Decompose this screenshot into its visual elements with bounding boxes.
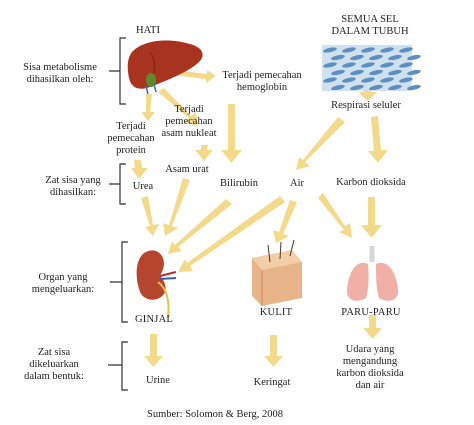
arrow-asam-urat-to-ginjal — [163, 178, 190, 236]
label-dikeluarkan-line2: dikeluarkan — [29, 359, 79, 370]
arrow-bilirubin-to-ginjal — [168, 199, 232, 254]
cell-shape — [350, 84, 364, 91]
cell-shape — [380, 62, 394, 68]
cell-shape — [369, 84, 383, 91]
label-zat-sisa-line2: dihasilkan: — [49, 187, 97, 198]
output-udara-line4: dan air — [355, 380, 385, 391]
cell-shape — [323, 77, 337, 83]
output-udara-line2: mengandung — [342, 356, 398, 367]
arrow-co2-to-paru — [361, 197, 382, 238]
output-udara-line1: Udara yang — [345, 344, 395, 355]
waste-urea: Urea — [132, 181, 154, 192]
organ-kulit: KULIT — [259, 307, 293, 318]
organ-ginjal: GINJAL — [135, 314, 173, 325]
lungs-illustration — [346, 246, 399, 301]
cell-shape — [388, 69, 402, 76]
cell-shape — [407, 84, 421, 91]
label-organ-line2: mengeluarkan: — [31, 284, 95, 295]
cell-shape — [361, 77, 375, 83]
process-hemoglobin-line1: Terjadi pemecahan — [222, 70, 302, 81]
label-sisa-line1: Sisa metabolisme — [23, 62, 97, 73]
cell-shape — [331, 54, 345, 61]
bracket-sisa — [109, 37, 126, 105]
label-dikeluarkan-line3: dalam bentuk: — [24, 371, 84, 382]
cell-shape — [388, 84, 402, 91]
title-hati: HATI — [136, 25, 160, 36]
waste-karbon-dioksida: Karbon dioksida — [336, 177, 406, 188]
waste-bilirubin: Bilirubin — [220, 178, 258, 189]
cell-shape — [361, 62, 375, 68]
label-zat-sisa-line1: Zat sisa yang — [45, 175, 101, 186]
cell-shape — [380, 47, 394, 53]
title-semua-sel-line2: DALAM TUBUH — [331, 26, 409, 37]
process-nukleat-line1: Terjadi — [174, 104, 204, 115]
cell-shape — [342, 77, 356, 83]
cell-shape — [342, 62, 356, 68]
bracket-zat-sisa — [109, 163, 126, 205]
cell-shape — [361, 47, 375, 53]
arrow-nukleat-to-asam-urat — [195, 145, 213, 161]
output-urine: Urine — [146, 375, 170, 386]
cells-illustration — [322, 45, 421, 91]
arrow-air-to-paru — [318, 193, 352, 238]
arrow-liver-to-nukleat — [158, 88, 198, 126]
process-nukleat-line3: asam nukleat — [161, 128, 217, 139]
cell-shape — [407, 54, 421, 61]
arrow-air-to-ginjal — [178, 196, 285, 272]
arrow-kulit-to-keringat — [264, 335, 283, 367]
cell-shape — [331, 69, 345, 76]
organ-paru: PARU-PARU — [341, 307, 401, 318]
cell-shape — [380, 77, 394, 83]
bracket-organ — [110, 241, 128, 323]
arrow-paru-to-udara — [363, 315, 382, 339]
waste-air: Air — [290, 178, 304, 189]
cell-shape — [323, 62, 337, 68]
bracket-dikeluarkan — [108, 341, 128, 391]
arrow-respirasi-to-co2 — [368, 116, 388, 163]
arrow-layer — [131, 68, 388, 367]
title-semua-sel-line1: SEMUA SEL — [341, 14, 399, 25]
cell-shape — [369, 69, 383, 76]
waste-asam-urat: Asam urat — [165, 164, 209, 175]
arrow-liver-to-protein — [141, 94, 155, 121]
arrow-respirasi-to-air — [296, 117, 345, 170]
arrow-protein-to-urea — [131, 160, 148, 179]
kidney-illustration — [136, 250, 177, 319]
cell-shape — [407, 69, 421, 76]
process-protein-line3: protein — [116, 145, 146, 156]
cell-shape — [323, 47, 337, 53]
bracket-layer — [108, 37, 128, 391]
process-protein-line2: pemecahan — [107, 133, 155, 144]
process-hemoglobin-line2: hemoglobin — [236, 82, 288, 93]
cell-shape — [350, 69, 364, 76]
liver-illustration — [127, 40, 203, 95]
output-udara-line3: karbon dioksida — [336, 368, 404, 379]
cell-shape — [399, 62, 413, 68]
arrow-ginjal-to-urine — [144, 334, 163, 367]
arrow-hemoglobin-to-bilirubin — [221, 104, 242, 163]
cell-shape — [399, 47, 413, 53]
process-respirasi: Respirasi seluler — [331, 100, 401, 111]
output-keringat: Keringat — [253, 377, 291, 388]
arrow-cells-to-respirasi — [358, 85, 377, 101]
skin-illustration — [252, 239, 302, 306]
cell-shape — [399, 77, 413, 83]
arrow-urea-to-ginjal — [141, 196, 159, 236]
process-nukleat-line2: pemecahan — [165, 116, 213, 127]
source-caption: Sumber: Solomon & Berg, 2008 — [146, 409, 284, 420]
cell-shape — [342, 47, 356, 53]
arrow-air-to-kulit — [273, 200, 297, 243]
process-protein-line1: Terjadi — [116, 121, 146, 132]
label-organ-line1: Organ yang — [38, 272, 88, 283]
label-dikeluarkan-line1: Zat sisa — [37, 347, 71, 358]
cell-shape — [369, 54, 383, 61]
cell-shape — [331, 84, 345, 91]
label-sisa-line2: dihasilkan oleh: — [26, 74, 94, 85]
cell-shape — [350, 54, 364, 61]
cell-shape — [388, 54, 402, 61]
